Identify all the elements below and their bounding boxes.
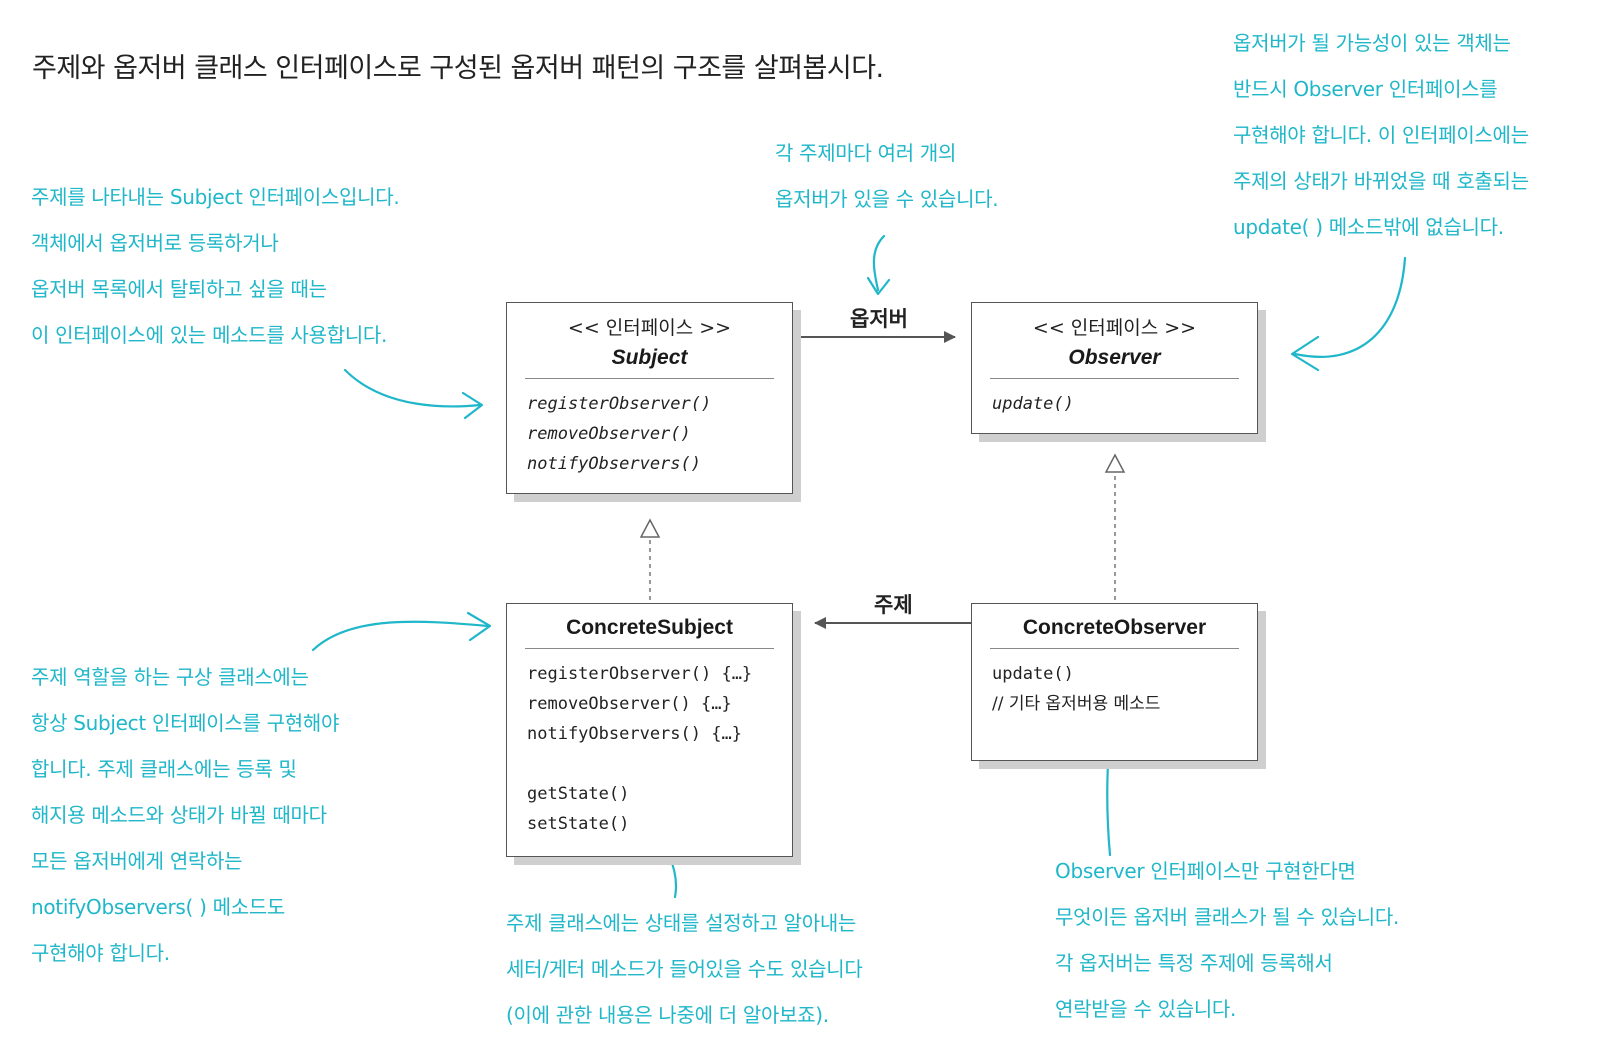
- note-arrow-subject-interface: [343, 368, 482, 408]
- realization-triangle-subject: [639, 518, 661, 538]
- concrete-subject-class-name: ConcreteSubject: [566, 616, 733, 639]
- note-line: 주제를 나타내는 Subject 인터페이스입니다.: [31, 185, 400, 209]
- note-line: 주제 역할을 하는 구상 클래스에는: [31, 665, 309, 689]
- note-observer-interface: 옵저버가 될 가능성이 있는 객체는 반드시 Observer 인터페이스를 구…: [1233, 20, 1529, 250]
- subject-class-name: Subject: [611, 346, 688, 369]
- subject-stereotype: << 인터페이스 >>: [567, 317, 732, 339]
- note-line: 이 인터페이스에 있는 메소드를 사용합니다.: [31, 323, 388, 347]
- note-line: 항상 Subject 인터페이스를 구현해야: [31, 711, 340, 735]
- note-line: 객체에서 옵저버로 등록하거나: [31, 231, 279, 255]
- subject-method: removeObserver(): [527, 424, 691, 444]
- concrete-observer-method: update(): [992, 664, 1074, 684]
- note-line: 옵저버가 될 가능성이 있는 객체는: [1233, 31, 1511, 55]
- note-arrow-observer-interface-head: [1290, 335, 1320, 372]
- note-line: 모든 옵저버에게 연락하는: [31, 849, 243, 873]
- note-line: 구현해야 합니다. 이 인터페이스에는: [1233, 123, 1529, 147]
- note-line: 옵저버 목록에서 탈퇴하고 싶을 때는: [31, 277, 327, 301]
- realization-triangle-observer: [1104, 453, 1126, 473]
- subject-method: notifyObservers(): [527, 454, 701, 474]
- note-line: Observer 인터페이스만 구현한다면: [1055, 859, 1356, 883]
- note-line: 해지용 메소드와 상태가 바뀔 때마다: [31, 803, 327, 827]
- note-line: (이에 관한 내용은 나중에 더 알아보죠).: [506, 1003, 829, 1027]
- note-concrete-subject: 주제 역할을 하는 구상 클래스에는 항상 Subject 인터페이스를 구현해…: [31, 654, 339, 976]
- observer-method: update(): [992, 394, 1074, 414]
- observers-relation-label: 옵저버: [850, 307, 908, 331]
- observer-interface-box: << 인터페이스 >> Observer update(): [971, 302, 1258, 434]
- note-line: 무엇이든 옵저버 클래스가 될 수 있습니다.: [1055, 905, 1400, 929]
- observer-stereotype: << 인터페이스 >>: [1032, 317, 1197, 339]
- note-line: 연락받을 수 있습니다.: [1055, 997, 1237, 1021]
- note-arrow-concrete-subject-head: [466, 611, 492, 642]
- concrete-observer-class-name: ConcreteObserver: [1022, 616, 1207, 639]
- note-line: 각 주제마다 여러 개의: [775, 141, 957, 165]
- note-line: 세터/게터 메소드가 들어있을 수도 있습니다: [506, 957, 863, 981]
- concrete-subject-divider: [525, 648, 774, 649]
- concrete-observer-comment: // 기타 옵저버용 메소드: [992, 694, 1161, 714]
- concrete-subject-box: ConcreteSubject registerObserver() {…} r…: [506, 603, 793, 857]
- note-concrete-observer: Observer 인터페이스만 구현한다면 무엇이든 옵저버 클래스가 될 수 …: [1055, 848, 1399, 1032]
- concrete-observer-divider: [990, 648, 1239, 649]
- note-subject-interface: 주제를 나타내는 Subject 인터페이스입니다. 객체에서 옵저버로 등록하…: [31, 174, 400, 358]
- observer-class-name: Observer: [1068, 346, 1161, 369]
- concrete-subject-method: registerObserver() {…}: [527, 664, 753, 684]
- note-line: 주제의 상태가 바뀌었을 때 호출되는: [1233, 169, 1529, 193]
- note-many-observers: 각 주제마다 여러 개의 옵저버가 있을 수 있습니다.: [775, 130, 999, 222]
- note-arrow-many-observers-head: [866, 276, 891, 296]
- note-line: 주제 클래스에는 상태를 설정하고 알아내는: [506, 911, 857, 935]
- concrete-subject-method: getState(): [527, 784, 630, 804]
- page-heading: 주제와 옵저버 클래스 인터페이스로 구성된 옵저버 패턴의 구조를 살펴봅시다…: [32, 53, 884, 84]
- concrete-subject-method: removeObserver() {…}: [527, 694, 732, 714]
- note-line: notifyObservers( ) 메소드도: [31, 895, 286, 919]
- concrete-subject-method: setState(): [527, 814, 630, 834]
- concrete-subject-method: notifyObservers() {…}: [527, 724, 742, 744]
- note-arrow-concrete-subject: [311, 620, 490, 652]
- subject-divider: [525, 378, 774, 379]
- note-arrow-many-observers: [872, 234, 886, 292]
- subject-method: registerObserver(): [527, 394, 712, 414]
- note-getter-setter: 주제 클래스에는 상태를 설정하고 알아내는 세터/게터 메소드가 들어있을 수…: [506, 900, 863, 1038]
- note-line: 반드시 Observer 인터페이스를: [1233, 77, 1498, 101]
- note-line: 옵저버가 있을 수 있습니다.: [775, 187, 999, 211]
- note-line: 각 옵저버는 특정 주제에 등록해서: [1055, 951, 1333, 975]
- note-arrow-subject-interface-head: [461, 391, 484, 420]
- subject-interface-box: << 인터페이스 >> Subject registerObserver() r…: [506, 302, 793, 494]
- note-line: 구현해야 합니다.: [31, 941, 170, 965]
- note-line: update( ) 메소드밖에 없습니다.: [1233, 215, 1504, 239]
- note-arrow-observer-interface: [1293, 256, 1407, 358]
- observer-divider: [990, 378, 1239, 379]
- subject-relation-label: 주제: [874, 593, 913, 617]
- concrete-observer-box: ConcreteObserver update() // 기타 옵저버용 메소드: [971, 603, 1258, 761]
- note-line: 합니다. 주제 클래스에는 등록 및: [31, 757, 297, 781]
